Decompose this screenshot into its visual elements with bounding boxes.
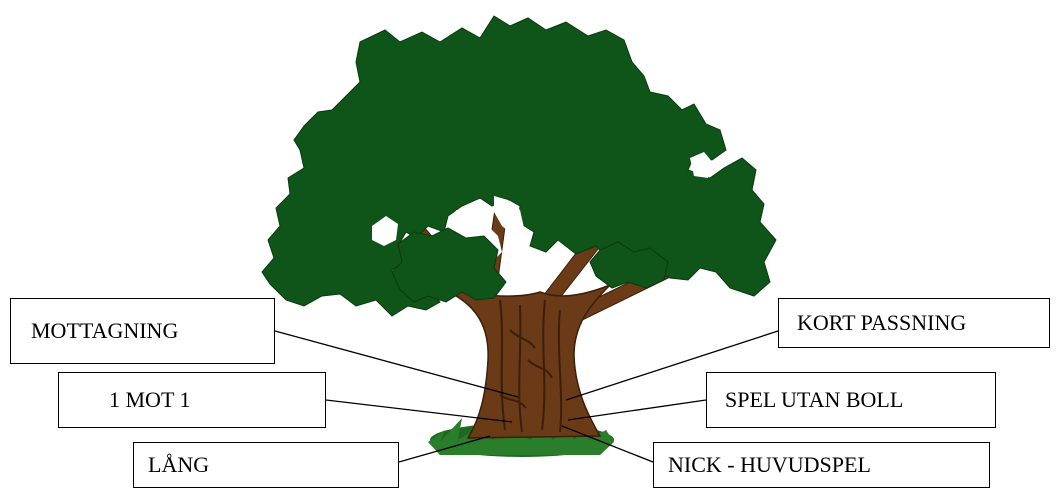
- trunk: [439, 284, 611, 439]
- label-kort-passning: KORT PASSNING: [778, 298, 1050, 348]
- label-1-mot-1-text: 1 MOT 1: [109, 387, 191, 412]
- connector-mottagning: [274, 330, 519, 398]
- label-mottagning: MOTTAGNING: [10, 298, 275, 364]
- label-spel-utan-boll-text: SPEL UTAN BOLL: [725, 387, 904, 412]
- label-mottagning-text: MOTTAGNING: [31, 318, 179, 343]
- connector-lines: [274, 330, 779, 463]
- connector-spel-utan-boll: [567, 399, 707, 421]
- label-lang-text: LÅNG: [148, 452, 210, 477]
- label-nick-huvudspel: NICK - HUVUDSPEL: [653, 442, 990, 488]
- connector-1-mot-1: [325, 399, 513, 423]
- connector-nick: [561, 425, 654, 463]
- label-spel-utan-boll: SPEL UTAN BOLL: [706, 372, 996, 428]
- connector-kort-passning: [565, 330, 779, 401]
- label-1-mot-1: 1 MOT 1: [58, 372, 326, 428]
- label-lang: LÅNG: [133, 442, 399, 488]
- connector-lang: [398, 435, 491, 463]
- foliage: [261, 15, 777, 317]
- label-kort-passning-text: KORT PASSNING: [797, 310, 967, 335]
- label-nick-huvudspel-text: NICK - HUVUDSPEL: [668, 452, 871, 477]
